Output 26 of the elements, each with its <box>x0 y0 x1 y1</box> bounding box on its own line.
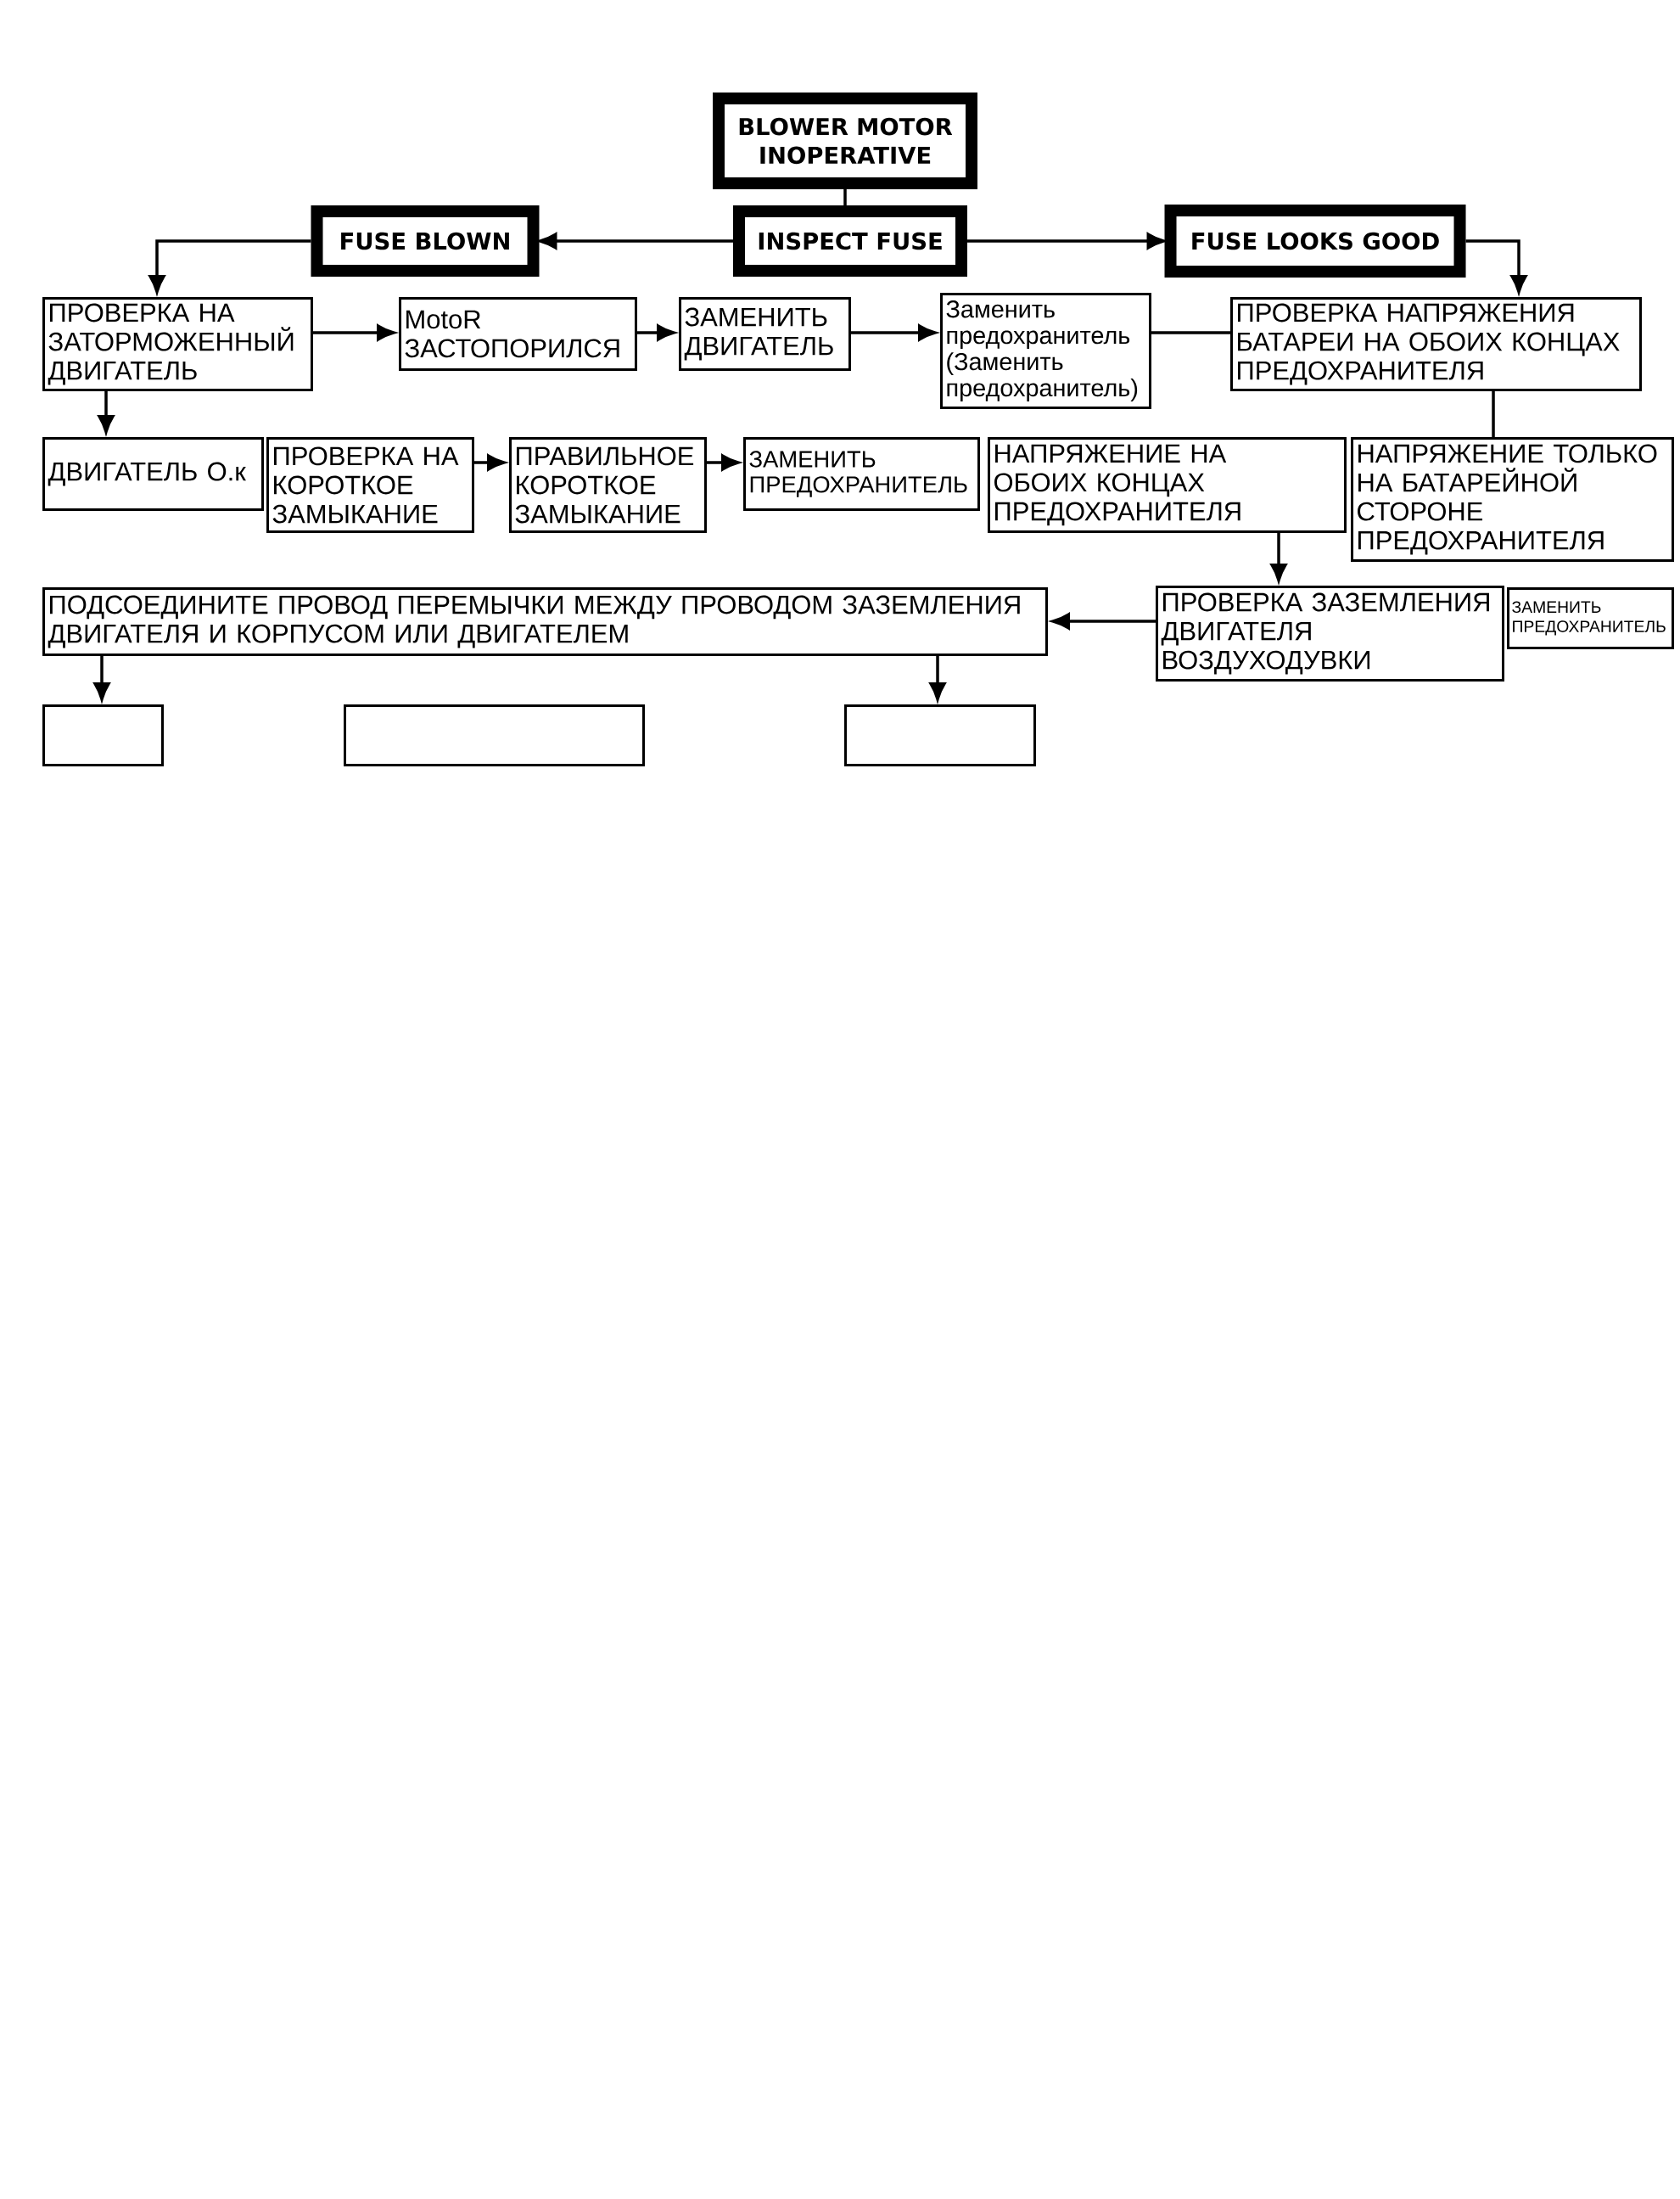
connector-line <box>843 189 847 205</box>
process-box: Заменить предохранитель (Заменить предохранитель) <box>940 293 1151 409</box>
process-box: ПОДСОЕДИНИТЕ ПРОВОД ПЕРЕМЫЧКИ МЕЖДУ ПРОВОДОМ ЗАЗЕМЛЕНИЯ ДВИГАТЕЛЯ И КОРПУСОМ ИЛИ ДВИГАТЕЛЕМ <box>42 587 1048 656</box>
arrow <box>967 233 1165 250</box>
connector-line <box>1492 391 1495 437</box>
process-box: ПРОВЕРКА НА КОРОТКОЕ ЗАМЫКАНИЕ <box>266 437 474 533</box>
process-box: MotoR ЗАСТОПОРИЛСЯ <box>399 297 637 371</box>
process-box: НАПРЯЖЕНИЕ ТОЛЬКО НА БАТАРЕЙНОЙ СТОРОНЕ ПРЕДОХРАНИТЕЛЯ <box>1351 437 1675 562</box>
process-box: ПРОВЕРКА НАПРЯЖЕНИЯ БАТАРЕИ НА ОБОИХ КОНЦАХ ПРЕДОХРАНИТЕЛЯ <box>1230 297 1642 391</box>
connector-line <box>1151 331 1231 334</box>
bold-frame-box: INSPECT FUSE <box>733 205 967 277</box>
process-box: ЗАМЕНИТЬ ПРЕДОХРАНИТЕЛЬ <box>1507 587 1675 649</box>
process-box: ЗАМЕНИТЬ ПРЕДОХРАНИТЕЛЬ <box>743 437 980 511</box>
bold-frame-box: BLOWER MOTOR INOPERATIVE <box>713 93 977 189</box>
process-box <box>344 704 645 766</box>
process-box: НАПРЯЖЕНИЕ НА ОБОИХ КОНЦАХ ПРЕДОХРАНИТЕЛЯ <box>988 437 1347 533</box>
process-box <box>844 704 1036 766</box>
bold-frame-box: FUSE BLOWN <box>311 205 540 277</box>
process-box: ПРОВЕРКА ЗАЗЕМЛЕНИЯ ДВИГАТЕЛЯ ВОЗДУХОДУВКИ <box>1156 586 1504 682</box>
process-box <box>42 704 164 766</box>
process-box: ДВИГАТЕЛЬ О.к <box>42 437 264 511</box>
bold-frame-box: FUSE LOOKS GOOD <box>1164 205 1466 278</box>
process-box: ПРАВИЛЬНОЕ КОРОТКОЕ ЗАМЫКАНИЕ <box>509 437 707 533</box>
arrow <box>539 233 733 250</box>
process-box: ПРОВЕРКА НА ЗАТОРМОЖЕННЫЙ ДВИГАТЕЛЬ <box>42 297 313 391</box>
process-box: ЗАМЕНИТЬ ДВИГАТЕЛЬ <box>679 297 851 371</box>
